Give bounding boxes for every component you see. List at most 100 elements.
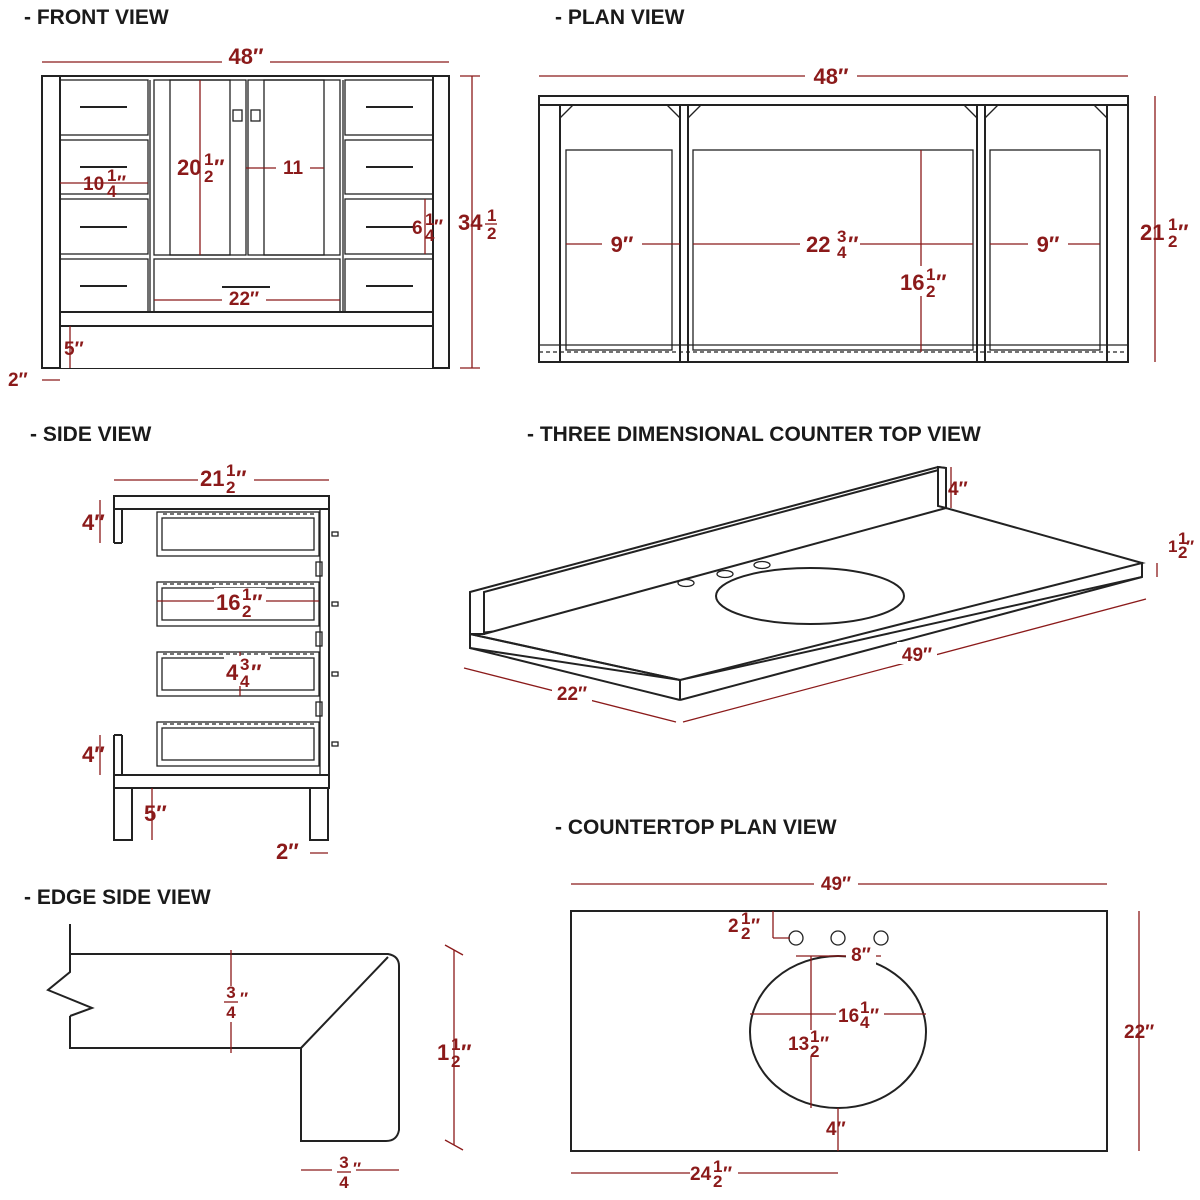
ctop-faucet-frac-num: 1 xyxy=(741,909,750,928)
plan-center-label: 22 xyxy=(806,232,830,257)
three-d-countertop: 4″ 1 49″ 22″ xyxy=(463,465,1177,723)
side-inner-label: 16 xyxy=(216,590,240,615)
side-drawer-frac-den: 4 xyxy=(240,672,250,691)
front-leg-label: 2″ xyxy=(8,370,28,391)
side-drawer-frac-sym: ″ xyxy=(251,660,262,685)
plan-depth-frac-den: 2 xyxy=(926,282,935,301)
front-drawerh-frac-num: 1 xyxy=(425,210,434,229)
ctop-width-label: 49″ xyxy=(821,874,851,895)
ctop-center-frac-num: 1 xyxy=(713,1157,722,1176)
three-d-depth-label: 22″ xyxy=(557,684,587,705)
edge-height-frac-sym: ″ xyxy=(461,1040,472,1065)
front-drawerh-frac-sym: ″ xyxy=(434,217,443,238)
front-center-drawer-label: 22″ xyxy=(229,289,259,310)
edge-bottom-den: 4 xyxy=(339,1173,349,1192)
ctop-bowlw-frac-den: 4 xyxy=(860,1013,870,1032)
three-d-splash-label: 4″ xyxy=(948,479,968,500)
front-door-width-label: 11 xyxy=(283,158,304,179)
front-drawer-frac-num: 1 xyxy=(107,166,116,185)
side-splash-label: 4″ xyxy=(82,510,105,535)
plan-center-frac-sym: ″ xyxy=(848,232,859,257)
ctop-faucet-frac-den: 2 xyxy=(741,924,750,943)
plan-height-frac-num: 1 xyxy=(1168,215,1177,234)
side-view: 21 4″ 16 4 4″ 5″ 2″ xyxy=(82,464,339,864)
front-height-label: 34 xyxy=(458,210,483,235)
ctop-spread-label: 8″ xyxy=(851,945,871,966)
front-door-frac-sym: ″ xyxy=(214,155,225,180)
ctop-bowlw-frac-sym: ″ xyxy=(870,1006,879,1027)
side-splash2-label: 4″ xyxy=(82,742,105,767)
front-door-frac-den: 2 xyxy=(204,167,213,186)
front-height-frac-den: 2 xyxy=(487,224,496,243)
ctop-bowl-depth-label: 13 xyxy=(788,1034,809,1055)
plan-depth-frac-num: 1 xyxy=(926,265,935,284)
front-door-frac-num: 1 xyxy=(204,150,213,169)
side-view-title: - SIDE VIEW xyxy=(30,423,152,446)
plan-height-label: 21 xyxy=(1140,220,1164,245)
side-drawer-frac-num: 3 xyxy=(240,655,249,674)
edge-top-den: 4 xyxy=(226,1003,236,1022)
ctop-faucet-frac-sym: ″ xyxy=(751,916,760,937)
front-door-height-label: 20 xyxy=(177,155,201,180)
three-d-thick-frac-den: 2 xyxy=(1178,543,1187,562)
ctop-bowld-frac-den: 2 xyxy=(810,1042,819,1061)
edge-bottom-label: ″ xyxy=(353,1159,361,1178)
ctop-bowld-frac-num: 1 xyxy=(810,1027,819,1046)
front-drawer-width-label: 10 xyxy=(83,174,104,195)
front-height-frac-num: 1 xyxy=(487,206,496,225)
countertop-plan-title: - COUNTERTOP PLAN VIEW xyxy=(555,816,837,839)
edge-top-num: 3 xyxy=(226,983,235,1002)
side-leg-label: 2″ xyxy=(276,839,299,864)
three-d-thick-frac-num: 1 xyxy=(1178,529,1187,548)
three-d-view-title: - THREE DIMENSIONAL COUNTER TOP VIEW xyxy=(527,423,981,446)
plan-right-label: 9″ xyxy=(1037,232,1060,257)
ctop-center-frac-den: 2 xyxy=(713,1172,722,1191)
plan-width-label: 48″ xyxy=(813,64,848,89)
ctop-bowlw-frac-num: 1 xyxy=(860,998,869,1017)
plan-left-label: 9″ xyxy=(611,232,634,257)
front-drawer-frac-den: 4 xyxy=(107,182,117,201)
three-d-thickness-label: 1 xyxy=(1168,537,1177,556)
plan-depth-frac-sym: ″ xyxy=(936,270,947,295)
side-depth-frac-den: 2 xyxy=(226,478,235,497)
ctop-center-label: 24 xyxy=(690,1164,712,1185)
side-depth-label: 21 xyxy=(200,466,224,491)
ctop-faucet-label: 2 xyxy=(728,916,739,937)
three-d-length-label: 49″ xyxy=(902,645,932,666)
side-inner-frac-sym: ″ xyxy=(252,590,263,615)
edge-view-title: - EDGE SIDE VIEW xyxy=(24,886,211,909)
plan-height-frac-sym: ″ xyxy=(1178,220,1189,245)
ctop-depth-label: 22″ xyxy=(1124,1022,1154,1043)
edge-top-label: ″ xyxy=(240,989,248,1008)
plan-height-frac-den: 2 xyxy=(1168,232,1177,251)
plan-depth-label: 16 xyxy=(900,270,924,295)
front-drawerh-frac-den: 4 xyxy=(425,226,435,245)
plan-view-title: - PLAN VIEW xyxy=(555,6,685,29)
side-inner-frac-num: 1 xyxy=(242,585,251,604)
plan-center-frac-den: 4 xyxy=(837,243,847,262)
side-drawer-height-label: 4 xyxy=(226,660,239,685)
ctop-center-frac-sym: ″ xyxy=(723,1164,732,1185)
front-width-label: 48″ xyxy=(228,44,263,69)
side-depth-frac-num: 1 xyxy=(226,461,235,480)
edge-height-label: 1 xyxy=(437,1040,449,1065)
countertop-plan-view: 49″ 22″ 2 8″ 16 13 4″ 24 xyxy=(570,872,1154,1186)
edge-side-view: 3 4 ″ 1 3 4 ″ xyxy=(46,924,464,1193)
side-depth-frac-sym: ″ xyxy=(236,466,247,491)
edge-height-frac-num: 1 xyxy=(451,1035,460,1054)
side-inner-frac-den: 2 xyxy=(242,602,251,621)
plan-center-frac-num: 3 xyxy=(837,227,846,246)
edge-height-frac-den: 2 xyxy=(451,1052,460,1071)
front-toe-label: 5″ xyxy=(64,339,84,360)
front-drawer-height-label: 6 xyxy=(412,218,423,239)
front-view-title: - FRONT VIEW xyxy=(24,6,169,29)
three-d-thick-frac-sym: ″ xyxy=(1186,537,1194,556)
edge-bottom-num: 3 xyxy=(339,1153,348,1172)
ctop-bowl-width-label: 16 xyxy=(838,1006,859,1027)
side-toe-label: 5″ xyxy=(144,801,167,826)
front-drawer-frac-sym: ″ xyxy=(117,173,126,194)
ctop-bowld-frac-sym: ″ xyxy=(820,1034,829,1055)
fraction-marks: 1 2 1 4 ″ 1 2 ″ 1 4 ″ 3 4 ″ 1 2 ″ 1 2 ″ … xyxy=(107,150,1194,1191)
plan-view: 48″ 21 9″ 22 9″ 16 xyxy=(538,62,1164,363)
